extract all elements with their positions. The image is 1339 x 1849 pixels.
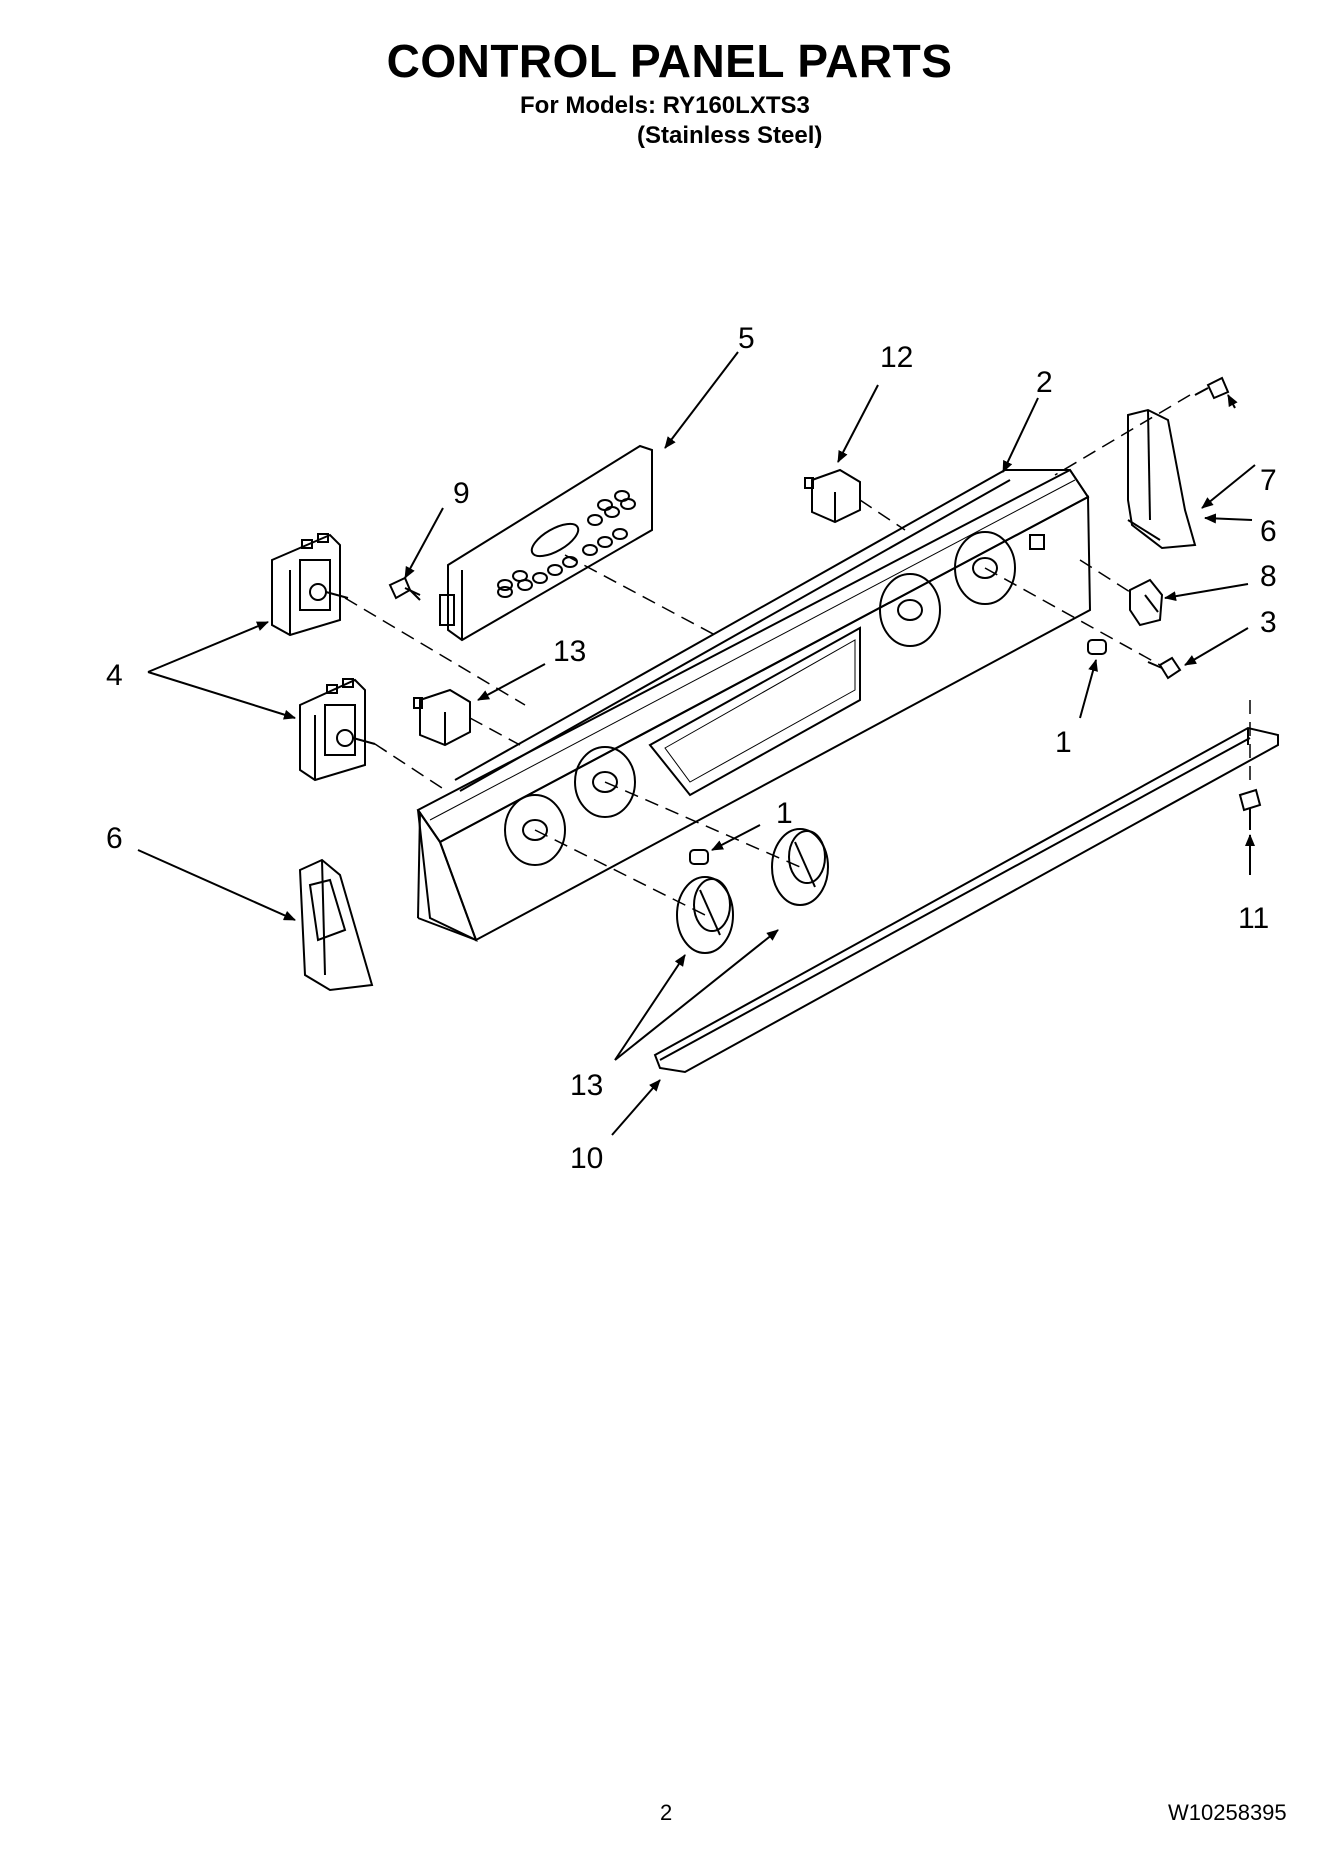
callout-6-right: 6 bbox=[1260, 515, 1277, 548]
page-title: CONTROL PANEL PARTS bbox=[386, 35, 953, 87]
callout-9: 9 bbox=[453, 477, 470, 510]
screw-part-11 bbox=[1238, 788, 1262, 830]
screw-part-7 bbox=[1194, 376, 1230, 400]
callout-13-upper: 13 bbox=[553, 635, 586, 668]
callout-12: 12 bbox=[880, 341, 913, 374]
callout-4: 4 bbox=[106, 659, 123, 692]
models-line: For Models: RY160LXTS3 bbox=[520, 92, 810, 119]
callout-5: 5 bbox=[738, 322, 755, 355]
relay-part-lower bbox=[413, 688, 471, 747]
end-bracket-part-left bbox=[298, 858, 374, 992]
touch-control-overlay-part bbox=[439, 444, 653, 642]
page-number: 2 bbox=[660, 1800, 673, 1825]
callout-13-lower: 13 bbox=[570, 1069, 603, 1102]
plug-part-1-upper bbox=[1087, 639, 1107, 655]
trim-strip-part bbox=[653, 726, 1279, 1074]
callout-7: 7 bbox=[1260, 464, 1277, 497]
assembly-lines bbox=[344, 394, 1251, 916]
infinite-switch-part-upper bbox=[271, 533, 349, 637]
callout-10: 10 bbox=[570, 1142, 603, 1175]
screw-part-9 bbox=[388, 576, 421, 601]
knob-part-left bbox=[676, 876, 734, 954]
screw-part-3 bbox=[1147, 656, 1182, 680]
callout-2: 2 bbox=[1036, 366, 1053, 399]
infinite-switch-part-lower bbox=[299, 678, 376, 782]
callout-8: 8 bbox=[1260, 560, 1277, 593]
relay-part-upper bbox=[804, 468, 861, 524]
end-bracket-part-right bbox=[1127, 408, 1197, 550]
control-panel-part bbox=[416, 468, 1092, 942]
callout-1-lower: 1 bbox=[776, 797, 793, 830]
document-number: W10258395 bbox=[1168, 1800, 1287, 1825]
plug-part-1-lower bbox=[689, 849, 709, 865]
callout-3: 3 bbox=[1260, 606, 1277, 639]
callout-11: 11 bbox=[1238, 902, 1269, 935]
finish-line: (Stainless Steel) bbox=[637, 122, 823, 149]
leader-arrows bbox=[137, 351, 1256, 1136]
callout-1-upper: 1 bbox=[1055, 726, 1072, 759]
knob-part-right bbox=[771, 828, 829, 906]
callout-6-left: 6 bbox=[106, 822, 123, 855]
rocker-switch-part bbox=[1129, 578, 1164, 627]
